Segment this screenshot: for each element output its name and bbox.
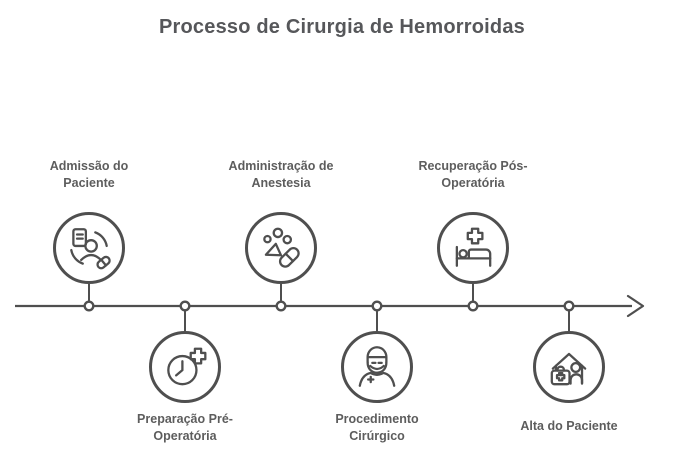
discharge-home-icon: [550, 352, 587, 386]
recovery-bed-icon: [455, 227, 492, 267]
step-node-admissao: [53, 212, 125, 284]
step-label-anestesia: Administração de Anestesia: [228, 159, 334, 190]
step-label-procedimento: Procedimento Cirúrgico: [335, 412, 419, 443]
patient-admission-icon: [70, 228, 111, 270]
step-node-alta: [533, 331, 605, 403]
anesthesia-pill-icon: [263, 227, 300, 268]
step-node-recuperacao: [437, 212, 509, 284]
timeline-dot: [179, 300, 191, 312]
timeline-dot: [563, 300, 575, 312]
page-title: Processo de Cirurgia de Hemorroidas: [158, 16, 525, 38]
timeline-dot: [467, 300, 479, 312]
step-label-recuperacao: Recuperação Pós-Operatória: [418, 159, 528, 190]
arrow-right-icon: [626, 294, 645, 318]
preop-clock-plus-icon: [167, 347, 207, 386]
step-node-anestesia: [245, 212, 317, 284]
surgeon-icon: [358, 346, 396, 387]
timeline-dot: [83, 300, 95, 312]
step-node-preparacao: [149, 331, 221, 403]
step-node-procedimento: [341, 331, 413, 403]
step-label-admissao: Admissão do Paciente: [49, 159, 129, 190]
timeline-dot: [275, 300, 287, 312]
timeline-dot: [371, 300, 383, 312]
step-label-alta: Alta do Paciente: [520, 419, 618, 433]
step-label-preparacao: Preparação Pré-Operatória: [137, 412, 233, 443]
